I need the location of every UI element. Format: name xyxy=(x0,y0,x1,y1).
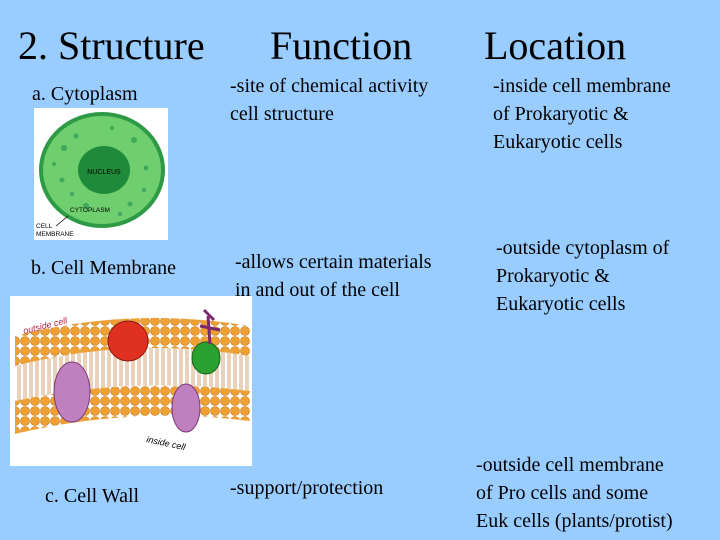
cytoplasm-location-line: Eukaryotic cells xyxy=(493,131,623,153)
organelle-dots xyxy=(52,126,149,216)
cell-diagram-image: NUCLEUS CYTOPLASM CELL MEMBRANE xyxy=(34,108,168,240)
inside-cell-label: inside cell xyxy=(146,434,188,452)
cytoplasm-location: -inside cell membrane of Prokaryotic & E… xyxy=(493,72,671,156)
structure-heading: 2. Structure xyxy=(18,23,205,68)
cytoplasm-location-line: -inside cell membrane xyxy=(493,75,671,97)
nucleus-label: NUCLEUS xyxy=(87,169,121,176)
location-heading: Location xyxy=(484,23,627,68)
carbohydrate-chain xyxy=(199,308,221,345)
cell-wall-location: -outside cell membrane of Pro cells and … xyxy=(476,451,673,535)
cell-membrane-location-line: Eukaryotic cells xyxy=(496,293,626,315)
cell-wall-label: c. Cell Wall xyxy=(45,485,140,507)
purple-protein-left xyxy=(53,361,91,423)
cell-wall-location-line: Euk cells (plants/protist) xyxy=(476,510,673,532)
cell-membrane-location: -outside cytoplasm of Prokaryotic & Euka… xyxy=(496,234,669,318)
cytoplasm-function-line: cell structure xyxy=(230,103,334,125)
cell-membrane-function-line: in and out of the cell xyxy=(235,279,400,301)
membrane-pointer xyxy=(55,215,69,227)
cytoplasm-function-line: -site of chemical activity xyxy=(230,75,429,97)
cell-membrane-location-line: -outside cytoplasm of xyxy=(496,237,670,259)
cytoplasm-function: -site of chemical activity cell structur… xyxy=(230,72,428,128)
cell-diagram-svg: NUCLEUS CYTOPLASM CELL MEMBRANE xyxy=(36,112,165,238)
cell-wall-location-line: of Pro cells and some xyxy=(476,482,649,504)
green-protein xyxy=(191,341,221,375)
nucleus xyxy=(78,146,130,194)
cell-membrane-function: -allows certain materials in and out of … xyxy=(235,248,432,304)
cytoplasm-diagram-label: CYTOPLASM xyxy=(70,207,110,214)
function-heading: Function xyxy=(270,23,413,68)
membrane-diagram-label-2: MEMBRANE xyxy=(36,231,74,238)
cell-wall-function-line: -support/protection xyxy=(230,477,384,499)
membrane-diagram-image: outside cell inside cell xyxy=(10,296,252,466)
cell-wall-location-line: -outside cell membrane xyxy=(476,454,664,476)
cytoplasm-location-line: of Prokaryotic & xyxy=(493,103,629,125)
cell-membrane-label: b. Cell Membrane xyxy=(31,257,176,279)
membrane-diagram-label-1: CELL xyxy=(36,223,53,230)
cell-wall-function: -support/protection xyxy=(230,474,383,502)
purple-protein-right xyxy=(171,383,201,433)
cytoplasm-label: a. Cytoplasm xyxy=(32,83,138,105)
membrane-diagram-svg: outside cell inside cell xyxy=(15,308,250,452)
cell-membrane-function-line: -allows certain materials xyxy=(235,251,432,273)
cell-membrane-location-line: Prokaryotic & xyxy=(496,265,610,287)
red-protein xyxy=(107,320,149,362)
